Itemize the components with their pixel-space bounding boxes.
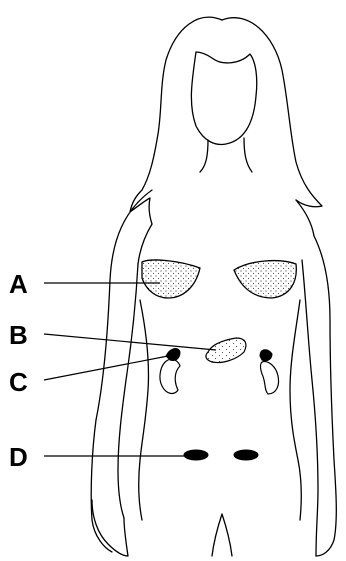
left-breast [142, 260, 200, 298]
left-arm-inner [118, 264, 138, 518]
label-b: B [9, 320, 28, 350]
left-side-outline [139, 300, 149, 520]
hair-outline [130, 17, 222, 224]
right-breast [234, 261, 296, 298]
face-outline [191, 52, 256, 144]
right-arm-inner [302, 260, 318, 556]
leg-inner-outline [212, 514, 232, 556]
neck-outline [200, 138, 252, 172]
torso-outline [138, 200, 314, 264]
pancreas [206, 338, 246, 363]
right-side-outline [290, 300, 301, 520]
label-c: C [9, 367, 28, 397]
right-adrenal-gland [260, 350, 272, 361]
right-kidney [261, 362, 279, 394]
hair-right-outline [222, 18, 322, 207]
left-hand-outline [92, 500, 128, 556]
left-ovary [184, 450, 208, 460]
left-kidney [160, 359, 180, 393]
left-adrenal-gland [166, 349, 180, 361]
right-ovary [234, 450, 258, 460]
label-d: D [9, 442, 28, 472]
leader-line-c [44, 356, 168, 380]
label-a: A [9, 269, 28, 299]
